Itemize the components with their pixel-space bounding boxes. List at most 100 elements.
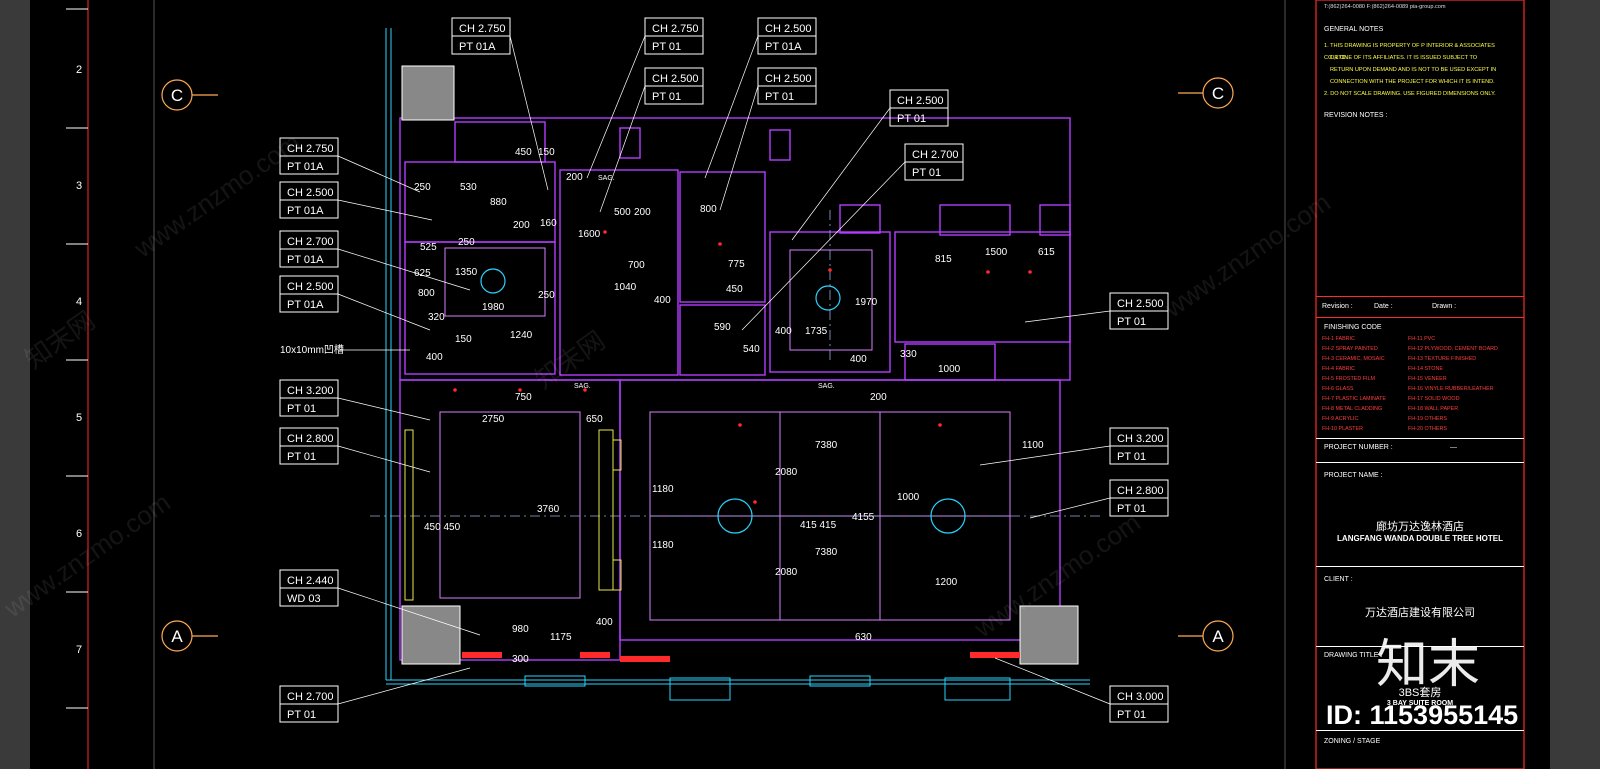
- general-notes-title: GENERAL NOTES: [1324, 26, 1384, 33]
- tag-pt: PT 01: [1117, 503, 1146, 515]
- finish-item: FH-14 STONE: [1408, 366, 1443, 372]
- dimension-text: 1200: [935, 577, 958, 588]
- tag-ch: CH 3.200: [1117, 433, 1163, 445]
- ceiling-tag: CH 2.800 PT 01: [1109, 479, 1169, 517]
- dimension-text: 330: [900, 349, 917, 360]
- dimension-text: 250: [414, 182, 431, 193]
- dimension-text: 700: [628, 260, 645, 271]
- dimension-text: 880: [490, 197, 507, 208]
- tag-ch: CH 2.800: [1117, 485, 1163, 497]
- tag-ch: CH 2.750: [652, 23, 698, 35]
- finish-item: FH-11 PVC: [1408, 336, 1436, 342]
- title-block: T:(862)264-0080 F:(862)264-0089 pia-grou…: [1316, 0, 1524, 769]
- tag-ch: CH 2.500: [287, 187, 333, 199]
- dimension-text: 1000: [938, 364, 961, 375]
- dimension-text: 450: [515, 147, 532, 158]
- dimension-text: 300: [512, 654, 529, 665]
- dimension-text: 815: [935, 254, 952, 265]
- tag-pt: PT 01A: [287, 299, 324, 311]
- dimension-text: 1180: [652, 540, 674, 551]
- dimension-text: 1350: [455, 267, 478, 278]
- client-label: CLIENT :: [1324, 576, 1353, 583]
- dimension-text: 3760: [537, 504, 560, 515]
- ruler-number: 5: [76, 412, 82, 424]
- dimension-text: 625: [414, 268, 431, 279]
- grid-label-a-right: A: [1212, 627, 1224, 646]
- ceiling-tag: CH 2.500 PT 01A: [279, 181, 339, 219]
- curtain-tracks: [462, 652, 1020, 662]
- dimension-text: 540: [743, 344, 760, 355]
- tag-ch: CH 2.800: [287, 433, 333, 445]
- columns: [401, 65, 1079, 665]
- tag-pt: PT 01: [1117, 709, 1146, 721]
- tag-pt: PT 01A: [287, 205, 324, 217]
- tag-ch: CH 3.000: [1117, 691, 1163, 703]
- finish-item: FH-9 ACRYLIC: [1322, 416, 1359, 422]
- tag-pt: PT 01: [287, 451, 316, 463]
- dimension-text: 7380: [815, 547, 838, 558]
- tag-ch: CH 2.500: [652, 73, 698, 85]
- tag-ch: CH 2.500: [765, 73, 811, 85]
- dimension-text: 200: [513, 220, 530, 231]
- dimension-text: 4155: [852, 512, 875, 523]
- dimension-text: 1600: [578, 229, 601, 240]
- finish-item: FH-16 VINYLE RUBBER/LEATHER: [1408, 386, 1494, 392]
- note-line: 1. THIS DRAWING IS PROPERTY OF P INTERIO…: [1324, 43, 1495, 61]
- grid-bubble-labels: C A C A: [171, 84, 1224, 646]
- finish-item: FH-13 TEXTURE FINISHED: [1408, 356, 1477, 362]
- dimension-text: 250: [538, 290, 555, 301]
- contact-line: T:(862)264-0080 F:(862)264-0089 pia-grou…: [1324, 4, 1446, 10]
- watermark-id: ID: 1153955145: [1326, 700, 1519, 730]
- dimension-text: 1175: [550, 632, 572, 643]
- ceiling-tag: CH 3.200 PT 01: [1109, 427, 1169, 465]
- tag-ch: CH 2.500: [897, 95, 943, 107]
- note-line: 2. DO NOT SCALE DRAWING. USE FIGURED DIM…: [1324, 91, 1496, 97]
- dimension-text: 150: [538, 147, 555, 158]
- grid-label-c-left: C: [171, 86, 183, 105]
- tag-pt: PT 01: [1117, 451, 1146, 463]
- dimension-text: 525: [420, 242, 437, 253]
- note-line: OR ONE OF ITS AFFILIATES. IT IS ISSUED S…: [1330, 55, 1478, 61]
- right-margin-strip: [1550, 0, 1600, 769]
- tag-ch: CH 2.500: [287, 281, 333, 293]
- dimension-text: 1000: [897, 492, 920, 503]
- dimension-text: 650: [586, 414, 603, 425]
- dimension-text: 590: [714, 322, 731, 333]
- finish-item: FH-17 SOLID WOOD: [1408, 396, 1460, 402]
- finishing-code-title: FINISHING CODE: [1324, 324, 1382, 331]
- dimension-text: 2080: [775, 567, 798, 578]
- dimension-text: 320: [428, 312, 445, 323]
- dimension-text: 530: [460, 182, 477, 193]
- dimension-text: 1980: [482, 302, 505, 313]
- tag-pt: PT 01: [912, 167, 941, 179]
- grid-label-c-right: C: [1212, 84, 1224, 103]
- dimension-text: 200: [566, 172, 583, 183]
- finish-item: FH-3 CERAMIC, MOSAIC: [1322, 356, 1385, 362]
- dimension-texts: 450 150 530 250 200 160 880 250 200 1600…: [414, 147, 1055, 665]
- finish-item: FH-8 METAL CLADDING: [1322, 406, 1383, 412]
- ruler-ticks: [66, 8, 88, 709]
- drawn-label: Drawn :: [1432, 303, 1457, 310]
- revision-notes-label: REVISION NOTES :: [1324, 112, 1388, 119]
- dimension-text: 800: [700, 204, 717, 215]
- tag-pt: PT 01A: [287, 254, 324, 266]
- finish-item: FH-10 PLASTER: [1322, 426, 1364, 432]
- dimension-text: 1500: [985, 247, 1008, 258]
- tag-ch: CH 2.440: [287, 575, 333, 587]
- tag-leaders: [337, 35, 1111, 705]
- left-margin-strip: [0, 0, 30, 769]
- dimension-text: 400: [850, 354, 867, 365]
- dimension-text: 160: [540, 218, 557, 229]
- tag-ch: CH 2.700: [287, 691, 333, 703]
- room-mark: SAG.: [818, 383, 835, 390]
- tag-pt: PT 01: [287, 709, 316, 721]
- finish-list-left: FH-1 FABRIC FH-2 SPRAY PAINTED FH-3 CERA…: [1322, 334, 1386, 434]
